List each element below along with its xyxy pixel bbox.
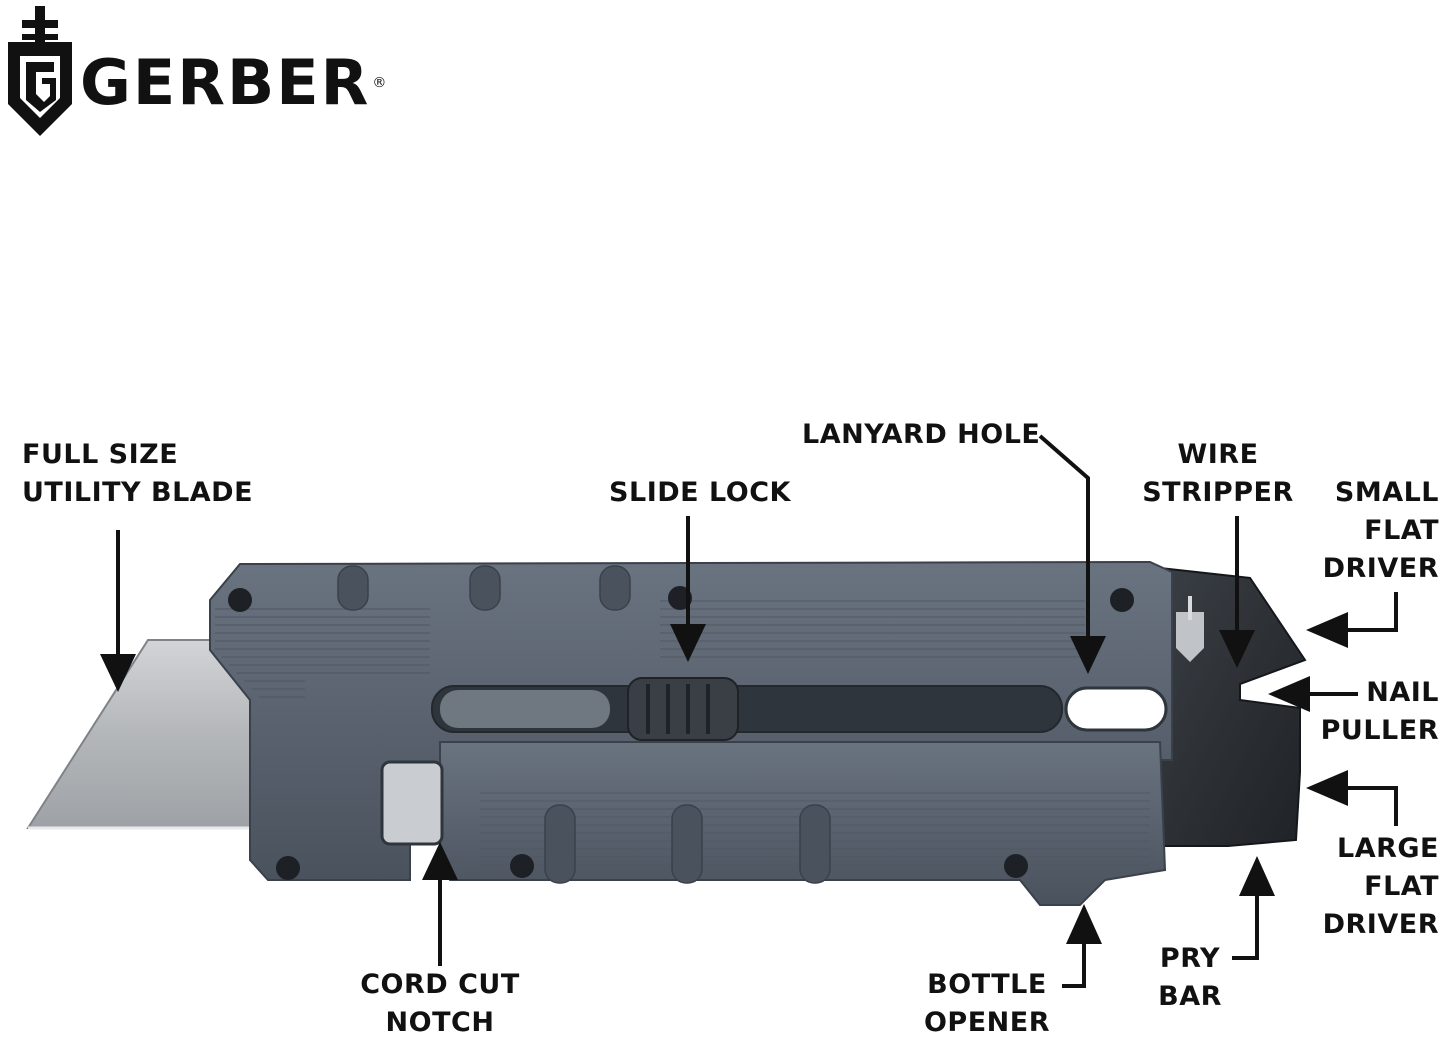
slide-lock-button[interactable] [627,677,739,741]
callout-arrows [116,434,1398,988]
gerber-shield-sword-icon [8,6,72,136]
callout-line: LARGE [1337,833,1439,864]
callout-nail-puller: NAIL PULLER [1321,674,1439,750]
callout-line: BOTTLE [927,969,1047,1000]
head-logo-icon [1176,596,1204,662]
callout-line: FLAT [1364,871,1439,902]
callout-line: WIRE [1177,439,1259,470]
callout-line: FLAT [1364,515,1439,546]
callout-line: NOTCH [385,1007,495,1038]
callout-large-flat-driver: LARGE FLAT DRIVER [1323,830,1439,944]
callout-line: PULLER [1320,715,1439,746]
callout-wire-stripper: WIRE STRIPPER [1138,436,1298,512]
cord-cut-notch [380,760,444,846]
callout-line: UTILITY BLADE [22,477,254,508]
arrow-heads [100,612,1348,944]
callout-line: BAR [1158,981,1222,1012]
callout-lanyard-hole: LANYARD HOLE [802,416,1040,454]
callout-line: CORD CUT [360,969,520,1000]
registered-mark: ® [372,75,389,91]
screws [228,586,1134,880]
callout-line: SMALL [1334,477,1439,508]
lanyard-hole [1064,686,1168,732]
callout-line: PRY [1159,943,1221,974]
callout-line: SLIDE LOCK [609,477,791,508]
callout-line: LANYARD HOLE [802,419,1041,450]
callout-bottle-opener: BOTTLE OPENER [912,966,1062,1042]
callout-line: DRIVER [1322,909,1439,940]
callout-full-size-utility-blade: FULL SIZE UTILITY BLADE [22,436,253,512]
callout-line: NAIL [1366,677,1439,708]
multi-tool-head [1159,566,1307,847]
callout-line: STRIPPER [1142,477,1294,508]
callout-small-flat-driver: SMALL FLAT DRIVER [1323,474,1439,588]
callout-line: FULL SIZE [22,439,179,470]
brand-wordmark: GERBER® [80,48,388,118]
callout-cord-cut-notch: CORD CUT NOTCH [355,966,525,1042]
callout-pry-bar: PRY BAR [1150,940,1230,1016]
brand-name: GERBER [80,46,371,119]
callout-line: OPENER [923,1007,1051,1038]
grip-ridges [337,565,831,884]
callout-slide-lock: SLIDE LOCK [600,474,800,512]
callout-line: DRIVER [1322,553,1439,584]
